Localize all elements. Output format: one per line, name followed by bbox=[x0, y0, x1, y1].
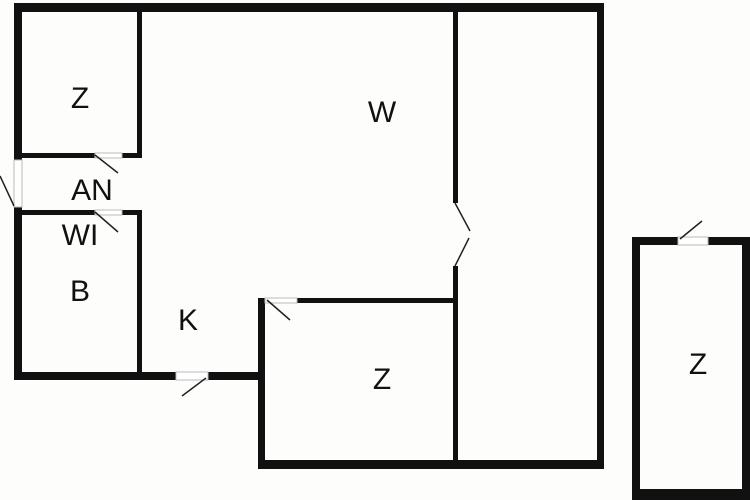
wall-z1-right bbox=[137, 3, 142, 158]
door-z2 bbox=[264, 297, 298, 304]
wall-left-upper bbox=[14, 3, 22, 160]
room-label-b: B bbox=[70, 275, 90, 308]
door-annex bbox=[677, 236, 709, 246]
wall-right bbox=[597, 3, 604, 469]
room-label-an: AN bbox=[71, 174, 113, 207]
room-label-k: K bbox=[178, 304, 198, 337]
wall-left-lower bbox=[14, 207, 22, 380]
wall-annex-bottom bbox=[632, 489, 750, 500]
wall-w-right-lower bbox=[453, 266, 458, 469]
wall-bottom-left-b bbox=[208, 372, 265, 380]
wall-b-top bbox=[14, 210, 95, 215]
room-label-z1: Z bbox=[71, 82, 89, 115]
door-w-double bbox=[454, 202, 471, 232]
walls bbox=[14, 3, 750, 500]
wall-w-right-upper bbox=[453, 3, 458, 203]
wall-b-right bbox=[137, 210, 142, 378]
door-k bbox=[175, 371, 209, 381]
wall-annex-top-b bbox=[708, 237, 750, 245]
wall-bottom-left-a bbox=[14, 372, 176, 380]
door-entrance bbox=[13, 159, 23, 208]
wall-annex-top-a bbox=[632, 237, 678, 245]
room-label-wi: WI bbox=[62, 219, 99, 252]
door-wi bbox=[94, 209, 123, 216]
doors bbox=[0, 152, 709, 397]
wall-z1-bottom bbox=[14, 153, 95, 158]
room-label-w: W bbox=[368, 96, 397, 129]
wall-z2-top bbox=[297, 298, 458, 303]
wall-annex-left bbox=[632, 237, 640, 500]
room-label-z2: Z bbox=[373, 363, 391, 396]
wall-b-top-b bbox=[122, 210, 142, 215]
wall-z-left bbox=[258, 298, 265, 469]
wall-top bbox=[14, 3, 604, 12]
room-label-z3: Z bbox=[689, 348, 707, 381]
wall-annex-right bbox=[742, 237, 750, 500]
wall-bottom bbox=[258, 460, 604, 469]
wall-z1-bottom-b bbox=[122, 153, 142, 158]
